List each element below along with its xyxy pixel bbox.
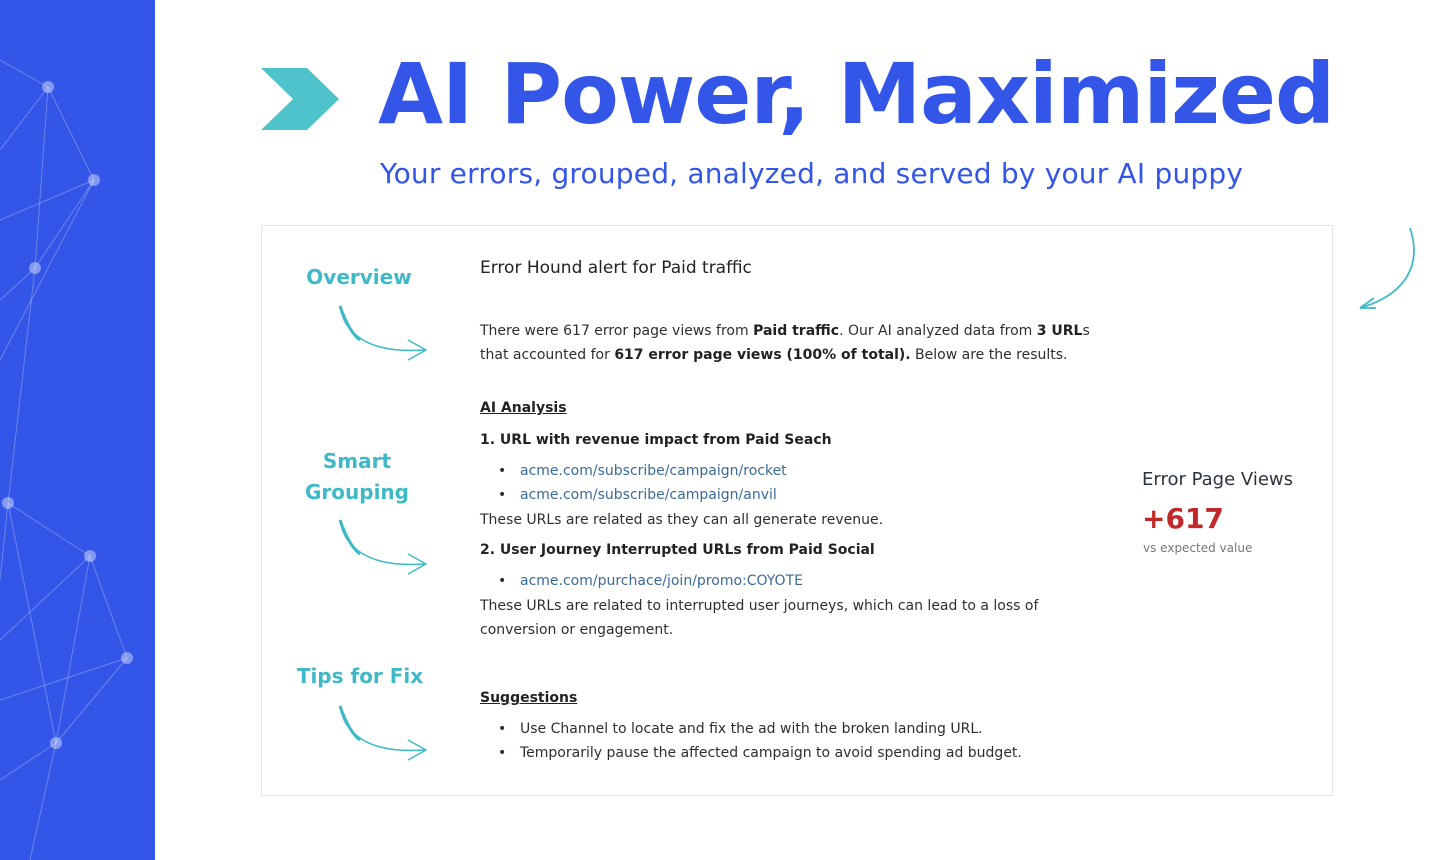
group1-note: These URLs are related as they can all g… [480, 512, 884, 528]
intro-text: There were 617 error page views from [480, 323, 754, 339]
report-intro-line1: There were 617 error page views from Pai… [480, 319, 1140, 343]
intro-text: . Our AI analyzed data from [839, 323, 1037, 339]
metric-subtext: vs expected value [1143, 541, 1253, 555]
decorative-sidebar [0, 0, 155, 860]
network-pattern-icon [0, 59, 133, 860]
group1-heading: 1. URL with revenue impact from Paid Sea… [480, 432, 832, 448]
intro-bold-url-count: 3 URL [1036, 323, 1083, 339]
report-intro: There were 617 error page views from Pai… [480, 319, 1140, 367]
intro-bold-paid-traffic: Paid traffic [753, 323, 840, 339]
chevron-right-icon [261, 68, 339, 130]
group2-note-line1: These URLs are related to interrupted us… [480, 598, 1039, 614]
report-intro-line2: that accounted for 617 error page views … [480, 343, 1140, 367]
curly-arrow-icon [338, 519, 428, 575]
suggestion-item: Use Channel to locate and fix the ad wit… [498, 721, 983, 737]
curly-arrow-icon [338, 305, 428, 361]
page-title: AI Power, Maximized [378, 45, 1335, 143]
intro-text: s [1082, 323, 1090, 339]
intro-bold-views: 617 error page views (100% of total). [614, 347, 911, 363]
tips-for-fix-label: Tips for Fix [296, 664, 424, 688]
page-subtitle: Your errors, grouped, analyzed, and serv… [380, 157, 1244, 190]
curly-arrow-icon [338, 705, 428, 761]
url-link[interactable]: acme.com/purchace/join/promo:COYOTE [498, 573, 803, 589]
smart-grouping-label-line2: Grouping [305, 480, 409, 504]
smart-grouping-label: Smart Grouping [294, 446, 420, 508]
metric-value: +617 [1142, 502, 1224, 535]
group2-note-line2: conversion or engagement. [480, 622, 674, 638]
metric-label: Error Page Views [1142, 469, 1293, 490]
suggestions-heading: Suggestions [480, 690, 578, 706]
overview-label: Overview [306, 265, 412, 289]
group2-heading: 2. User Journey Interrupted URLs from Pa… [480, 542, 875, 558]
curved-arrow-icon [1359, 227, 1415, 309]
report-title: Error Hound alert for Paid traffic [480, 258, 752, 278]
smart-grouping-label-line1: Smart [322, 449, 392, 473]
url-link[interactable]: acme.com/subscribe/campaign/anvil [498, 487, 777, 503]
suggestion-item: Temporarily pause the affected campaign … [498, 745, 1022, 761]
report-card [261, 225, 1333, 796]
intro-text: that accounted for [480, 347, 615, 363]
url-link[interactable]: acme.com/subscribe/campaign/rocket [498, 463, 787, 479]
group2-note: These URLs are related to interrupted us… [480, 594, 1140, 642]
intro-text: Below are the results. [910, 347, 1068, 363]
ai-analysis-heading: AI Analysis [480, 400, 567, 416]
